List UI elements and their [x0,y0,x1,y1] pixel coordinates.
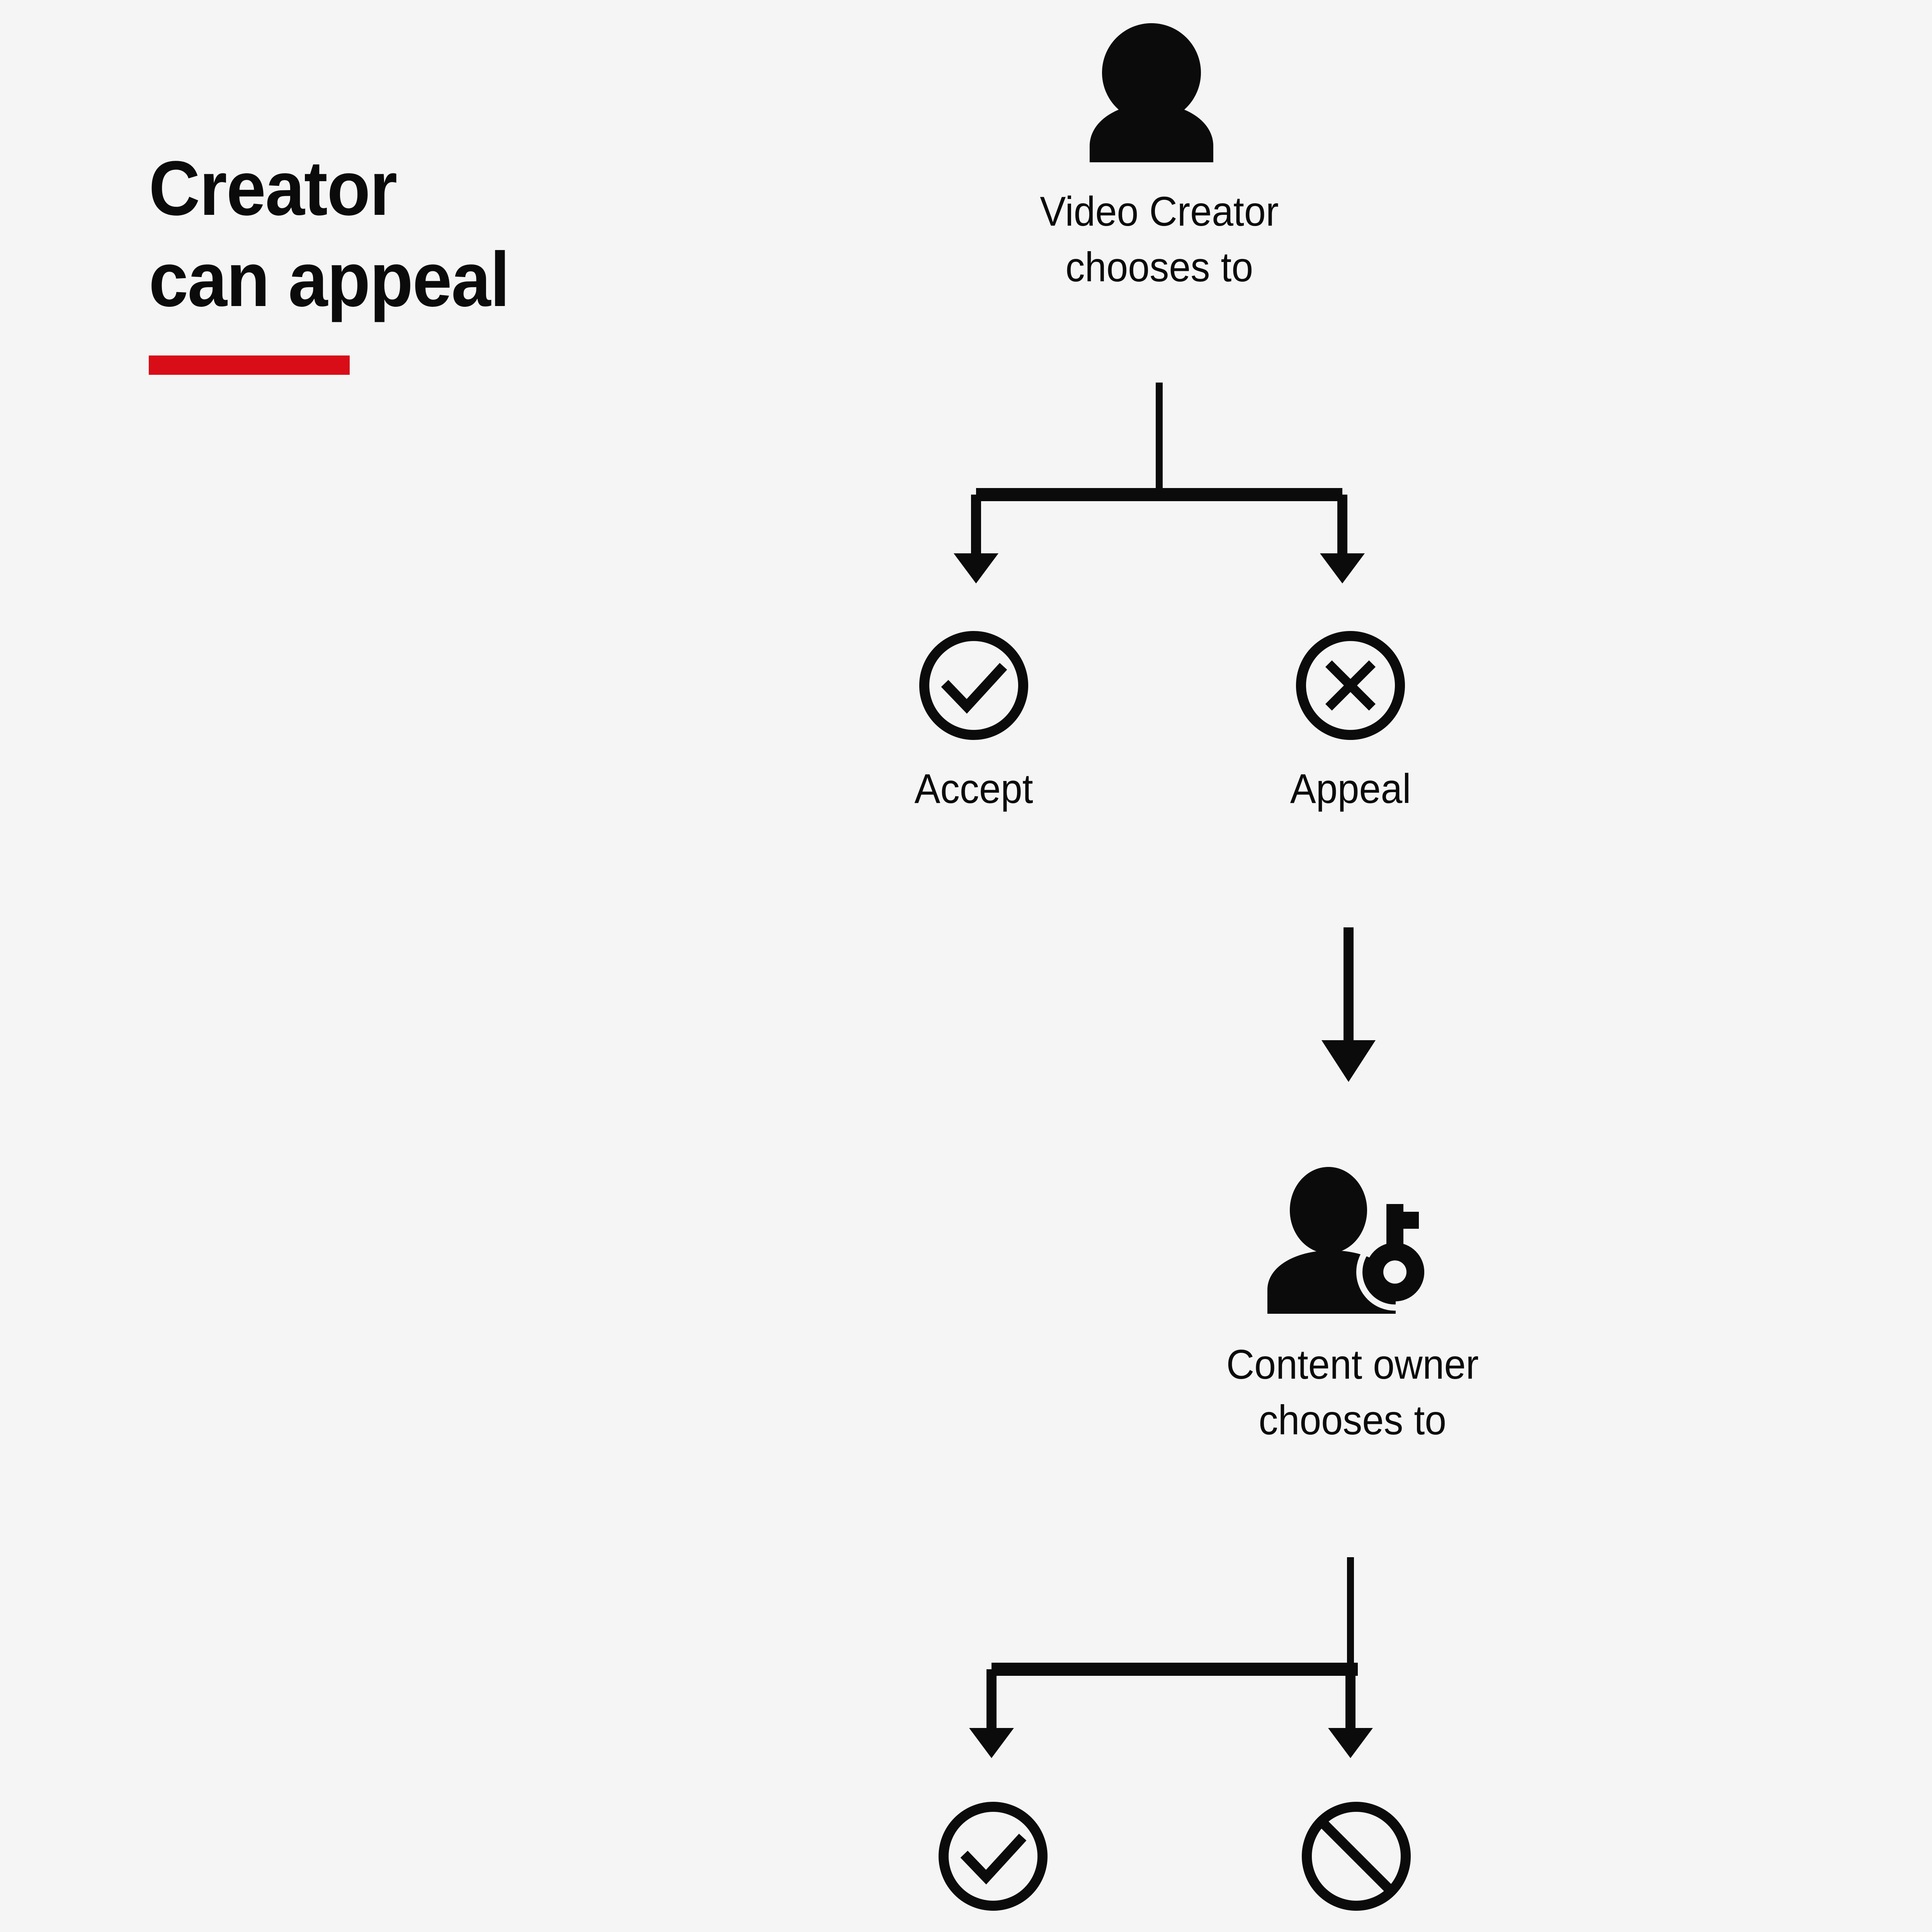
branch-connector-creator [954,383,1365,583]
person-icon [1074,23,1244,164]
straight-connector-appeal-to-owner [1321,927,1376,1082]
section-heading: Creator can appeal [149,143,690,375]
flow-node-appeal: Appeal [1231,630,1470,816]
heading-underline-rule [149,355,350,375]
flow-node-accept-second: Accept [873,1801,1113,1932]
person-with-key-icon [1244,1167,1461,1316]
check-circle-icon [937,1801,1049,1914]
prohibited-icon [1301,1801,1412,1914]
flow-node-label: Appeal [1290,765,1411,812]
flow-node-accept-first: Accept [854,630,1094,816]
flow-node-takedown-notice: File a copyright takedown notice [1121,1801,1592,1932]
check-circle-icon [918,630,1029,743]
x-circle-icon [1295,630,1406,743]
flow-node-label: Video Creator chooses to [1040,188,1279,290]
flow-node-video-creator: Video Creator chooses to [1005,23,1314,294]
flow-node-label: Accept [914,765,1033,812]
flow-node-label: Content owner chooses to [1226,1341,1479,1443]
page-title: Creator can appeal [149,145,510,323]
branch-connector-owner [969,1557,1373,1758]
flow-node-content-owner: Content owner chooses to [1155,1167,1549,1447]
